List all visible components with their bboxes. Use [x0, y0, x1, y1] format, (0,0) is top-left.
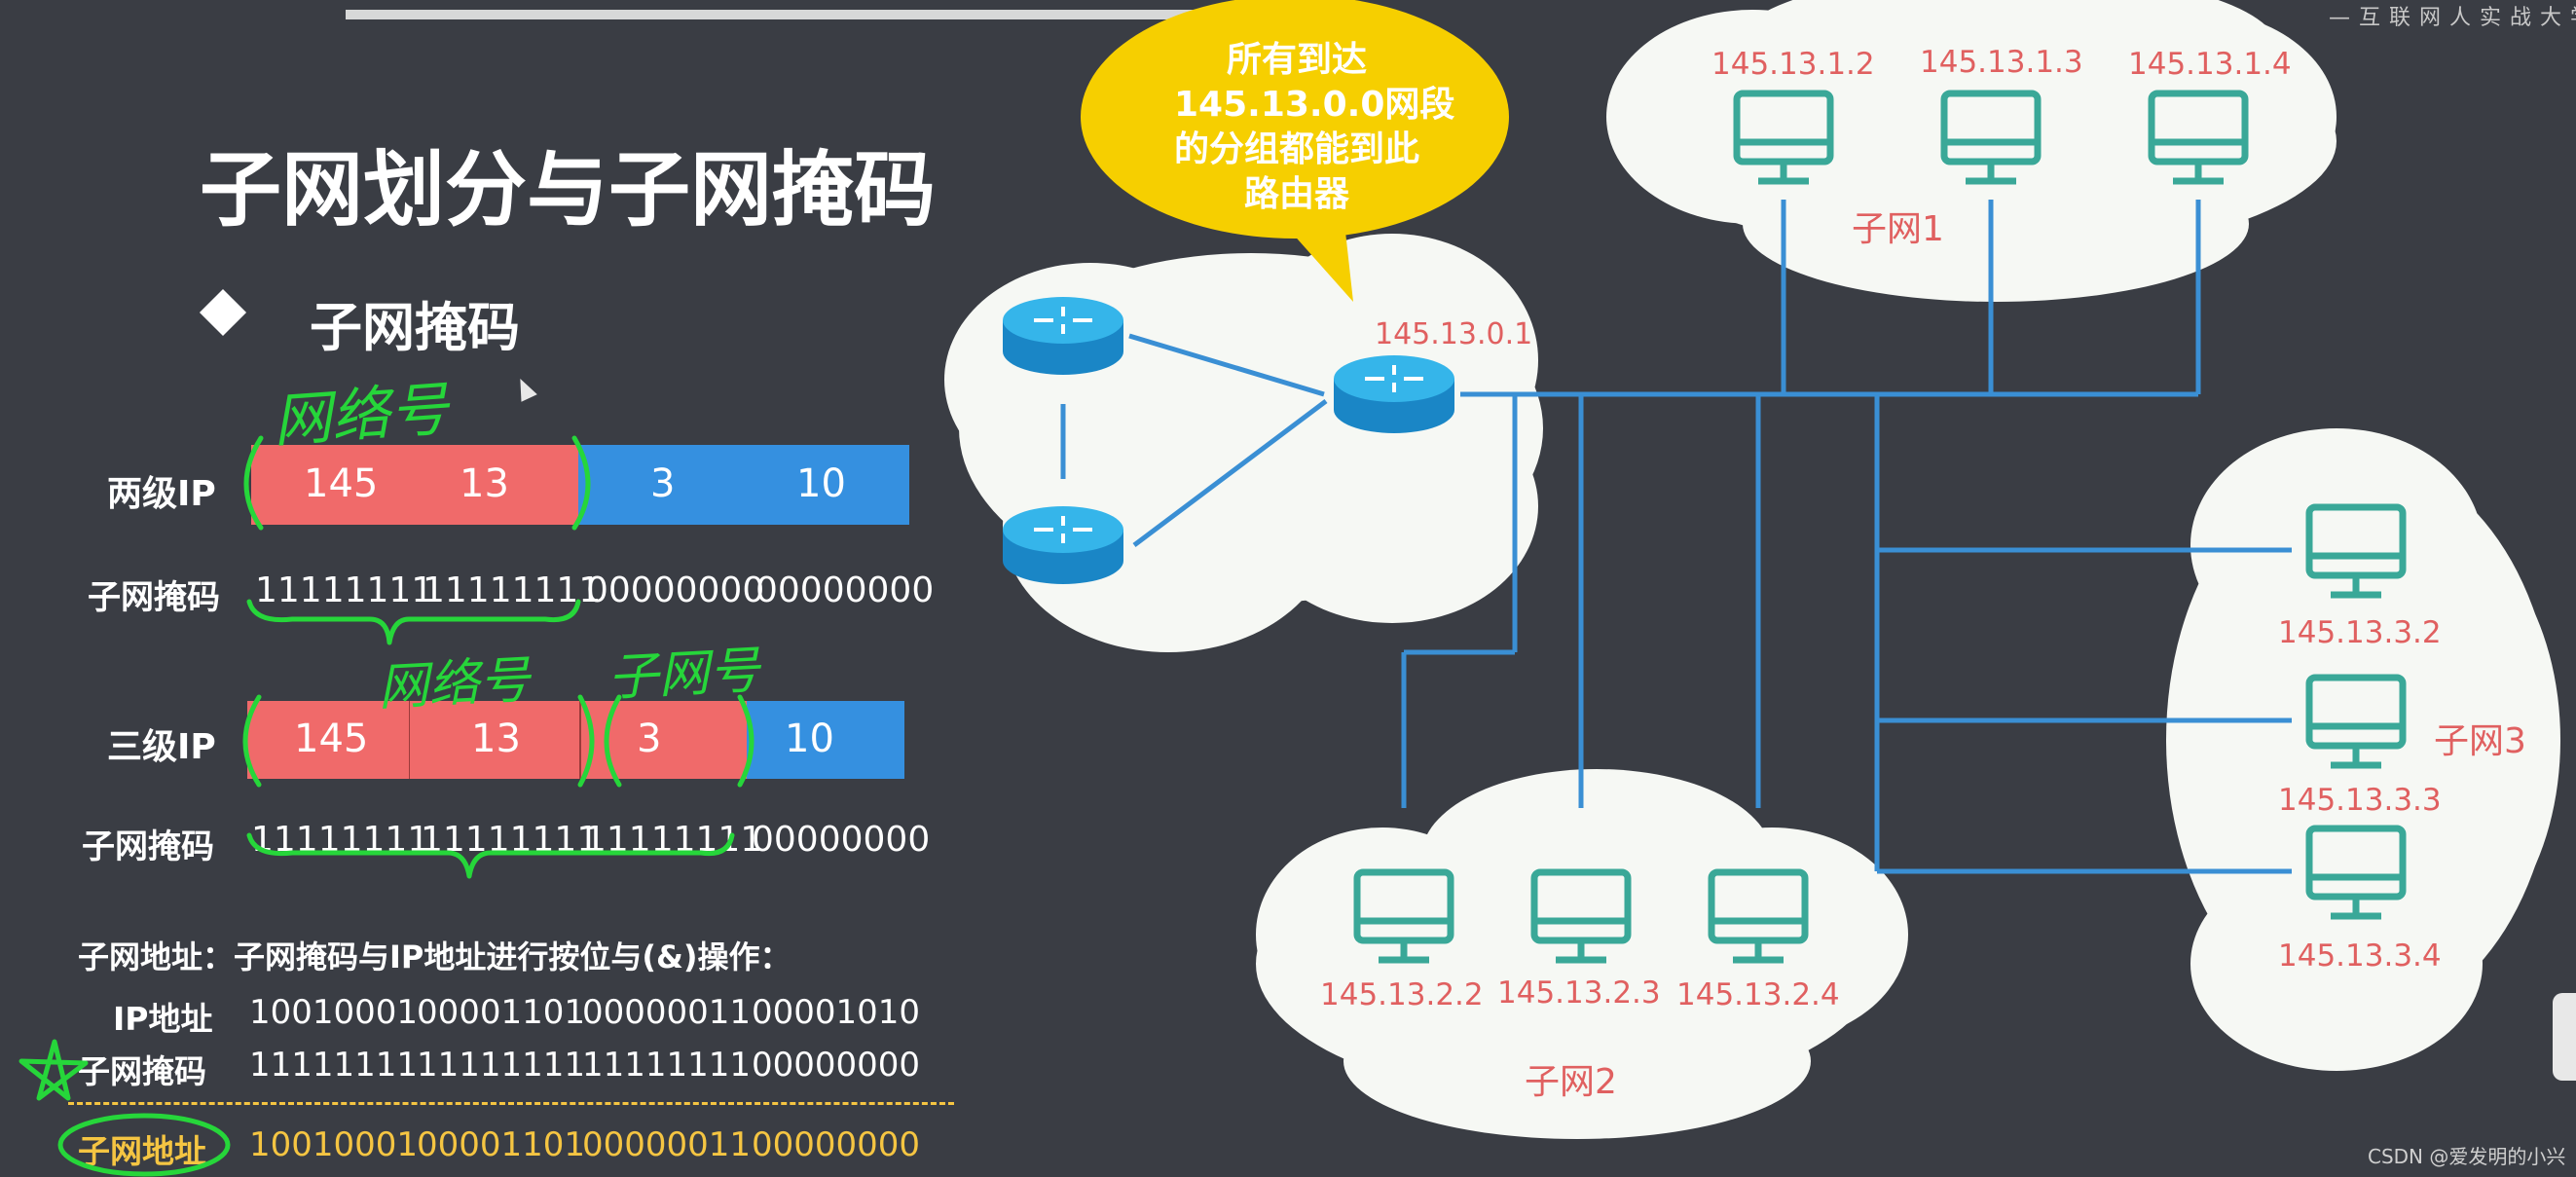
- two-level-mask-octet-3: 00000000: [586, 570, 765, 610]
- monitor-icon: [1733, 90, 1834, 185]
- three-level-cell-2: 13: [471, 717, 521, 761]
- handwritten-paren-right-2: [577, 694, 595, 788]
- subnet2-host-1-ip: 145.13.2.2: [1320, 977, 1484, 1012]
- monitor-icon: [2148, 90, 2249, 185]
- calc-heading: 子网地址：子网掩码与IP地址进行按位与(&)操作：: [78, 938, 791, 975]
- calc-result-octet-2: 00001101: [417, 1125, 586, 1164]
- calc-mask-octet-2: 11111111: [417, 1046, 586, 1085]
- network-diagram: [944, 0, 2560, 1139]
- handwritten-paren-left-1: [243, 435, 264, 531]
- subnet2-name: 子网2: [1525, 1062, 1617, 1102]
- subnet1-host-3-ip: 145.13.1.4: [2128, 47, 2292, 82]
- calc-ip-octet-4: 00001010: [752, 993, 921, 1032]
- handwritten-subnet-number: 子网号: [606, 641, 761, 709]
- three-level-mask-octet-4: 00000000: [752, 820, 931, 860]
- calc-result-octet-1: 10010001: [249, 1125, 419, 1164]
- router-ip-label: 145.13.0.1: [1375, 317, 1533, 351]
- two-level-ip-label: 两级IP: [107, 474, 216, 514]
- calc-mask-octet-4: 00000000: [752, 1046, 921, 1085]
- three-level-cell-4: 10: [785, 717, 834, 761]
- three-level-cell-block-4: [747, 701, 904, 779]
- calc-result-label: 子网地址: [78, 1132, 206, 1170]
- two-level-cell-1: 145: [304, 461, 379, 506]
- bubble-line-2: 145.13.0.0网段: [1174, 85, 1455, 125]
- calc-mask-octet-1: 11111111: [249, 1046, 419, 1085]
- two-level-cell-2: 13: [460, 461, 509, 506]
- subnet3-host-1-ip: 145.13.3.2: [2278, 615, 2442, 650]
- monitor-icon: [2305, 503, 2407, 599]
- handwritten-net-number-1: 网络号: [271, 375, 451, 457]
- monitor-icon: [1530, 868, 1632, 964]
- hosts: [1353, 90, 2407, 964]
- scroll-handle[interactable]: [2553, 993, 2576, 1081]
- cloud-subnet-3: [2166, 428, 2560, 1071]
- monitor-icon: [1708, 868, 1809, 964]
- two-level-mask-label: 子网掩码: [88, 578, 220, 617]
- calc-ip-label: IP地址: [113, 1000, 213, 1038]
- two-level-mask-octet-2: 11111111: [423, 570, 602, 610]
- three-level-cell-3: 3: [637, 717, 662, 761]
- two-level-cell-3: 3: [650, 461, 676, 506]
- bubble-line-3: 的分组都能到此: [1174, 129, 1420, 169]
- three-level-mask-label: 子网掩码: [82, 828, 214, 866]
- monitor-icon: [2305, 674, 2407, 769]
- calc-result-octet-4: 00000000: [752, 1125, 921, 1164]
- top-right-caption: — 互 联 网 人 实 战 大 学: [2329, 6, 2576, 30]
- subnet1-name: 子网1: [1852, 209, 1944, 249]
- bubble-line-1: 所有到达: [1227, 40, 1368, 80]
- router-icon: [1334, 355, 1454, 433]
- handwritten-brace-2: [246, 832, 735, 879]
- cropped-title-fragment: [346, 0, 1270, 19]
- handwritten-paren-left-2: [242, 694, 262, 788]
- three-level-cell-block-2: [410, 701, 581, 779]
- subnet2-host-3-ip: 145.13.2.4: [1676, 977, 1840, 1012]
- two-level-mask-octet-1: 11111111: [255, 570, 434, 610]
- handwritten-paren-left-3: [604, 694, 622, 788]
- router-icon: [1003, 506, 1123, 584]
- handwriting-overlay: [18, 435, 754, 1177]
- calc-result-octet-3: 00000011: [582, 1125, 752, 1164]
- handwritten-paren-right-1: [571, 435, 591, 531]
- monitor-icon: [2305, 825, 2407, 920]
- subnet3-name: 子网3: [2434, 721, 2526, 761]
- router-icon: [1003, 297, 1123, 375]
- calc-divider: [68, 1102, 954, 1105]
- cloud-core: [944, 234, 1543, 652]
- calc-ip-octet-1: 10010001: [249, 993, 419, 1032]
- monitor-icon: [1940, 90, 2042, 185]
- calc-ip-octet-2: 00001101: [417, 993, 586, 1032]
- monitor-icon: [1353, 868, 1454, 964]
- speech-bubble: [1081, 0, 1509, 302]
- watermark: CSDN @爱发明的小兴: [2368, 1145, 2566, 1168]
- three-level-cell-1: 145: [294, 717, 369, 761]
- three-level-cell-block-1: [247, 701, 411, 779]
- calc-mask-octet-3: 11111111: [582, 1046, 752, 1085]
- bullet-heading: 子网掩码: [310, 297, 520, 358]
- links: [1060, 200, 2292, 874]
- subnet1-host-1-ip: 145.13.1.2: [1711, 47, 1875, 82]
- slide-title: 子网划分与子网掩码: [200, 142, 937, 238]
- two-level-mask-octet-4: 00000000: [755, 570, 935, 610]
- handwritten-net-number-2: 网络号: [376, 650, 532, 718]
- subnet3-host-2-ip: 145.13.3.3: [2278, 783, 2442, 818]
- two-level-net-block: [251, 445, 578, 525]
- two-level-cell-4: 10: [796, 461, 846, 506]
- subnet3-host-3-ip: 145.13.3.4: [2278, 938, 2442, 974]
- handwritten-star: [18, 1039, 89, 1101]
- two-level-host-block: [578, 445, 909, 525]
- three-level-ip-label: 三级IP: [107, 727, 216, 767]
- calc-ip-octet-3: 00000011: [582, 993, 752, 1032]
- bubble-line-4: 路由器: [1244, 174, 1350, 214]
- cloud-subnet-2: [1256, 769, 1908, 1139]
- calc-mask-label: 子网掩码: [78, 1052, 206, 1090]
- handwritten-circle: [57, 1113, 231, 1177]
- handwritten-brace-1: [246, 599, 581, 645]
- subnet1-host-2-ip: 145.13.1.3: [1920, 45, 2083, 80]
- handwritten-paren-right-3: [737, 694, 754, 788]
- subnet2-host-2-ip: 145.13.2.3: [1497, 975, 1661, 1011]
